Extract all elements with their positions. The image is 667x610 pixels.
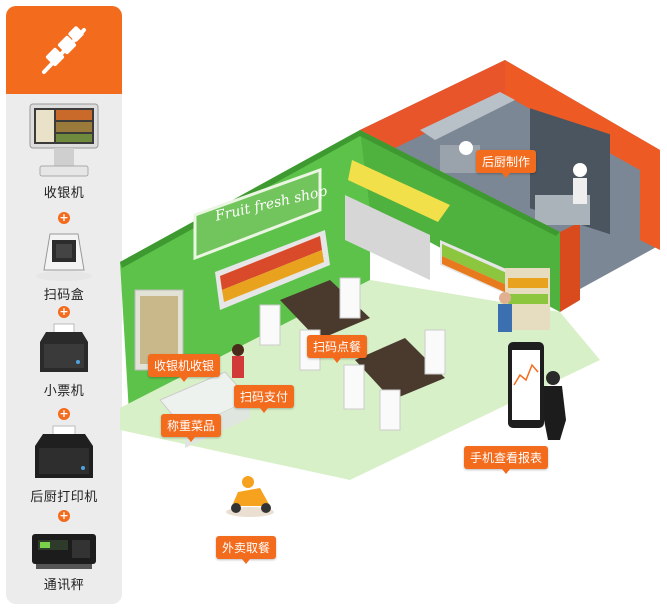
kitchen-back-wall xyxy=(360,60,505,160)
plus-icon: + xyxy=(58,509,70,522)
phone-chart-line xyxy=(513,363,539,386)
chair xyxy=(259,304,281,346)
plus-icon: + xyxy=(58,211,70,224)
device-label: 扫码盒 xyxy=(43,288,85,303)
tag-takeaway[interactable]: 外卖取餐 xyxy=(216,536,277,564)
device-label: 通讯秤 xyxy=(43,578,85,593)
phone-screen xyxy=(512,350,540,420)
kitchen-printer-icon xyxy=(35,425,93,478)
cashier-person xyxy=(232,344,244,356)
chef-head xyxy=(573,163,587,177)
dining-table xyxy=(355,338,445,400)
chef-head xyxy=(459,141,473,155)
chair xyxy=(379,389,401,431)
kitchen-partition-wall xyxy=(560,222,580,312)
chair xyxy=(424,329,446,375)
side-fruit-row xyxy=(508,294,548,304)
tag-scan-pay[interactable]: 扫码支付 xyxy=(234,385,295,413)
fridge-door xyxy=(140,296,178,364)
cashier-person xyxy=(232,356,244,378)
restaurant-scene xyxy=(120,60,660,517)
receipt-printer-icon xyxy=(40,323,88,372)
businessman xyxy=(544,386,566,440)
sidebar-header xyxy=(6,6,122,94)
fruit-row xyxy=(220,236,322,290)
kitchen-right-wall xyxy=(505,60,660,250)
cash-register-icon xyxy=(29,103,99,177)
display-rack xyxy=(345,195,430,280)
chair xyxy=(339,277,361,319)
plus-icon: + xyxy=(58,305,70,318)
device-cash-register[interactable]: 收银机 xyxy=(6,102,122,201)
scale-icon xyxy=(32,534,96,569)
skewer-icon xyxy=(42,26,86,74)
tag-weigh[interactable]: 称重菜品 xyxy=(161,414,222,442)
scooter-wheel xyxy=(231,503,241,513)
fruit-row xyxy=(442,256,518,298)
tag-cashier[interactable]: 收银机收银 xyxy=(148,354,221,382)
delivery-scooter xyxy=(232,488,270,506)
customer-person xyxy=(498,304,512,332)
tag-kitchen[interactable]: 后厨制作 xyxy=(476,150,537,178)
fruit-row xyxy=(222,250,324,302)
chair xyxy=(343,364,365,410)
device-label: 小票机 xyxy=(43,384,85,399)
chef-body xyxy=(573,178,587,204)
plus-icon: + xyxy=(58,407,70,420)
tag-scan-order[interactable]: 扫码点餐 xyxy=(307,335,368,363)
device-scan-box[interactable]: 扫码盒 xyxy=(6,226,122,303)
rider-head xyxy=(242,476,254,488)
scanner-box-icon xyxy=(36,233,92,281)
shop-sign-board xyxy=(193,167,322,261)
device-receipt-printer[interactable]: 小票机 xyxy=(6,322,122,399)
yellow-awning xyxy=(348,160,450,222)
tag-phone-report[interactable]: 手机查看报表 xyxy=(464,446,549,474)
shop-right-wall xyxy=(360,130,560,312)
device-scale[interactable]: 通讯秤 xyxy=(6,528,122,593)
kitchen-counter xyxy=(420,92,515,140)
device-sidebar: 收银机 + 扫码盒 + 小票机 + 后厨打印机 + xyxy=(6,6,122,604)
device-label: 后厨打印机 xyxy=(30,490,98,505)
scooter-wheel xyxy=(261,503,271,513)
businessman xyxy=(546,371,560,385)
fruit-row xyxy=(442,244,518,290)
side-fruit-row xyxy=(508,278,548,288)
customer-person xyxy=(499,292,511,304)
device-kitchen-printer[interactable]: 后厨打印机 xyxy=(6,424,122,505)
device-label: 收银机 xyxy=(43,186,85,201)
dining-table xyxy=(280,280,370,340)
